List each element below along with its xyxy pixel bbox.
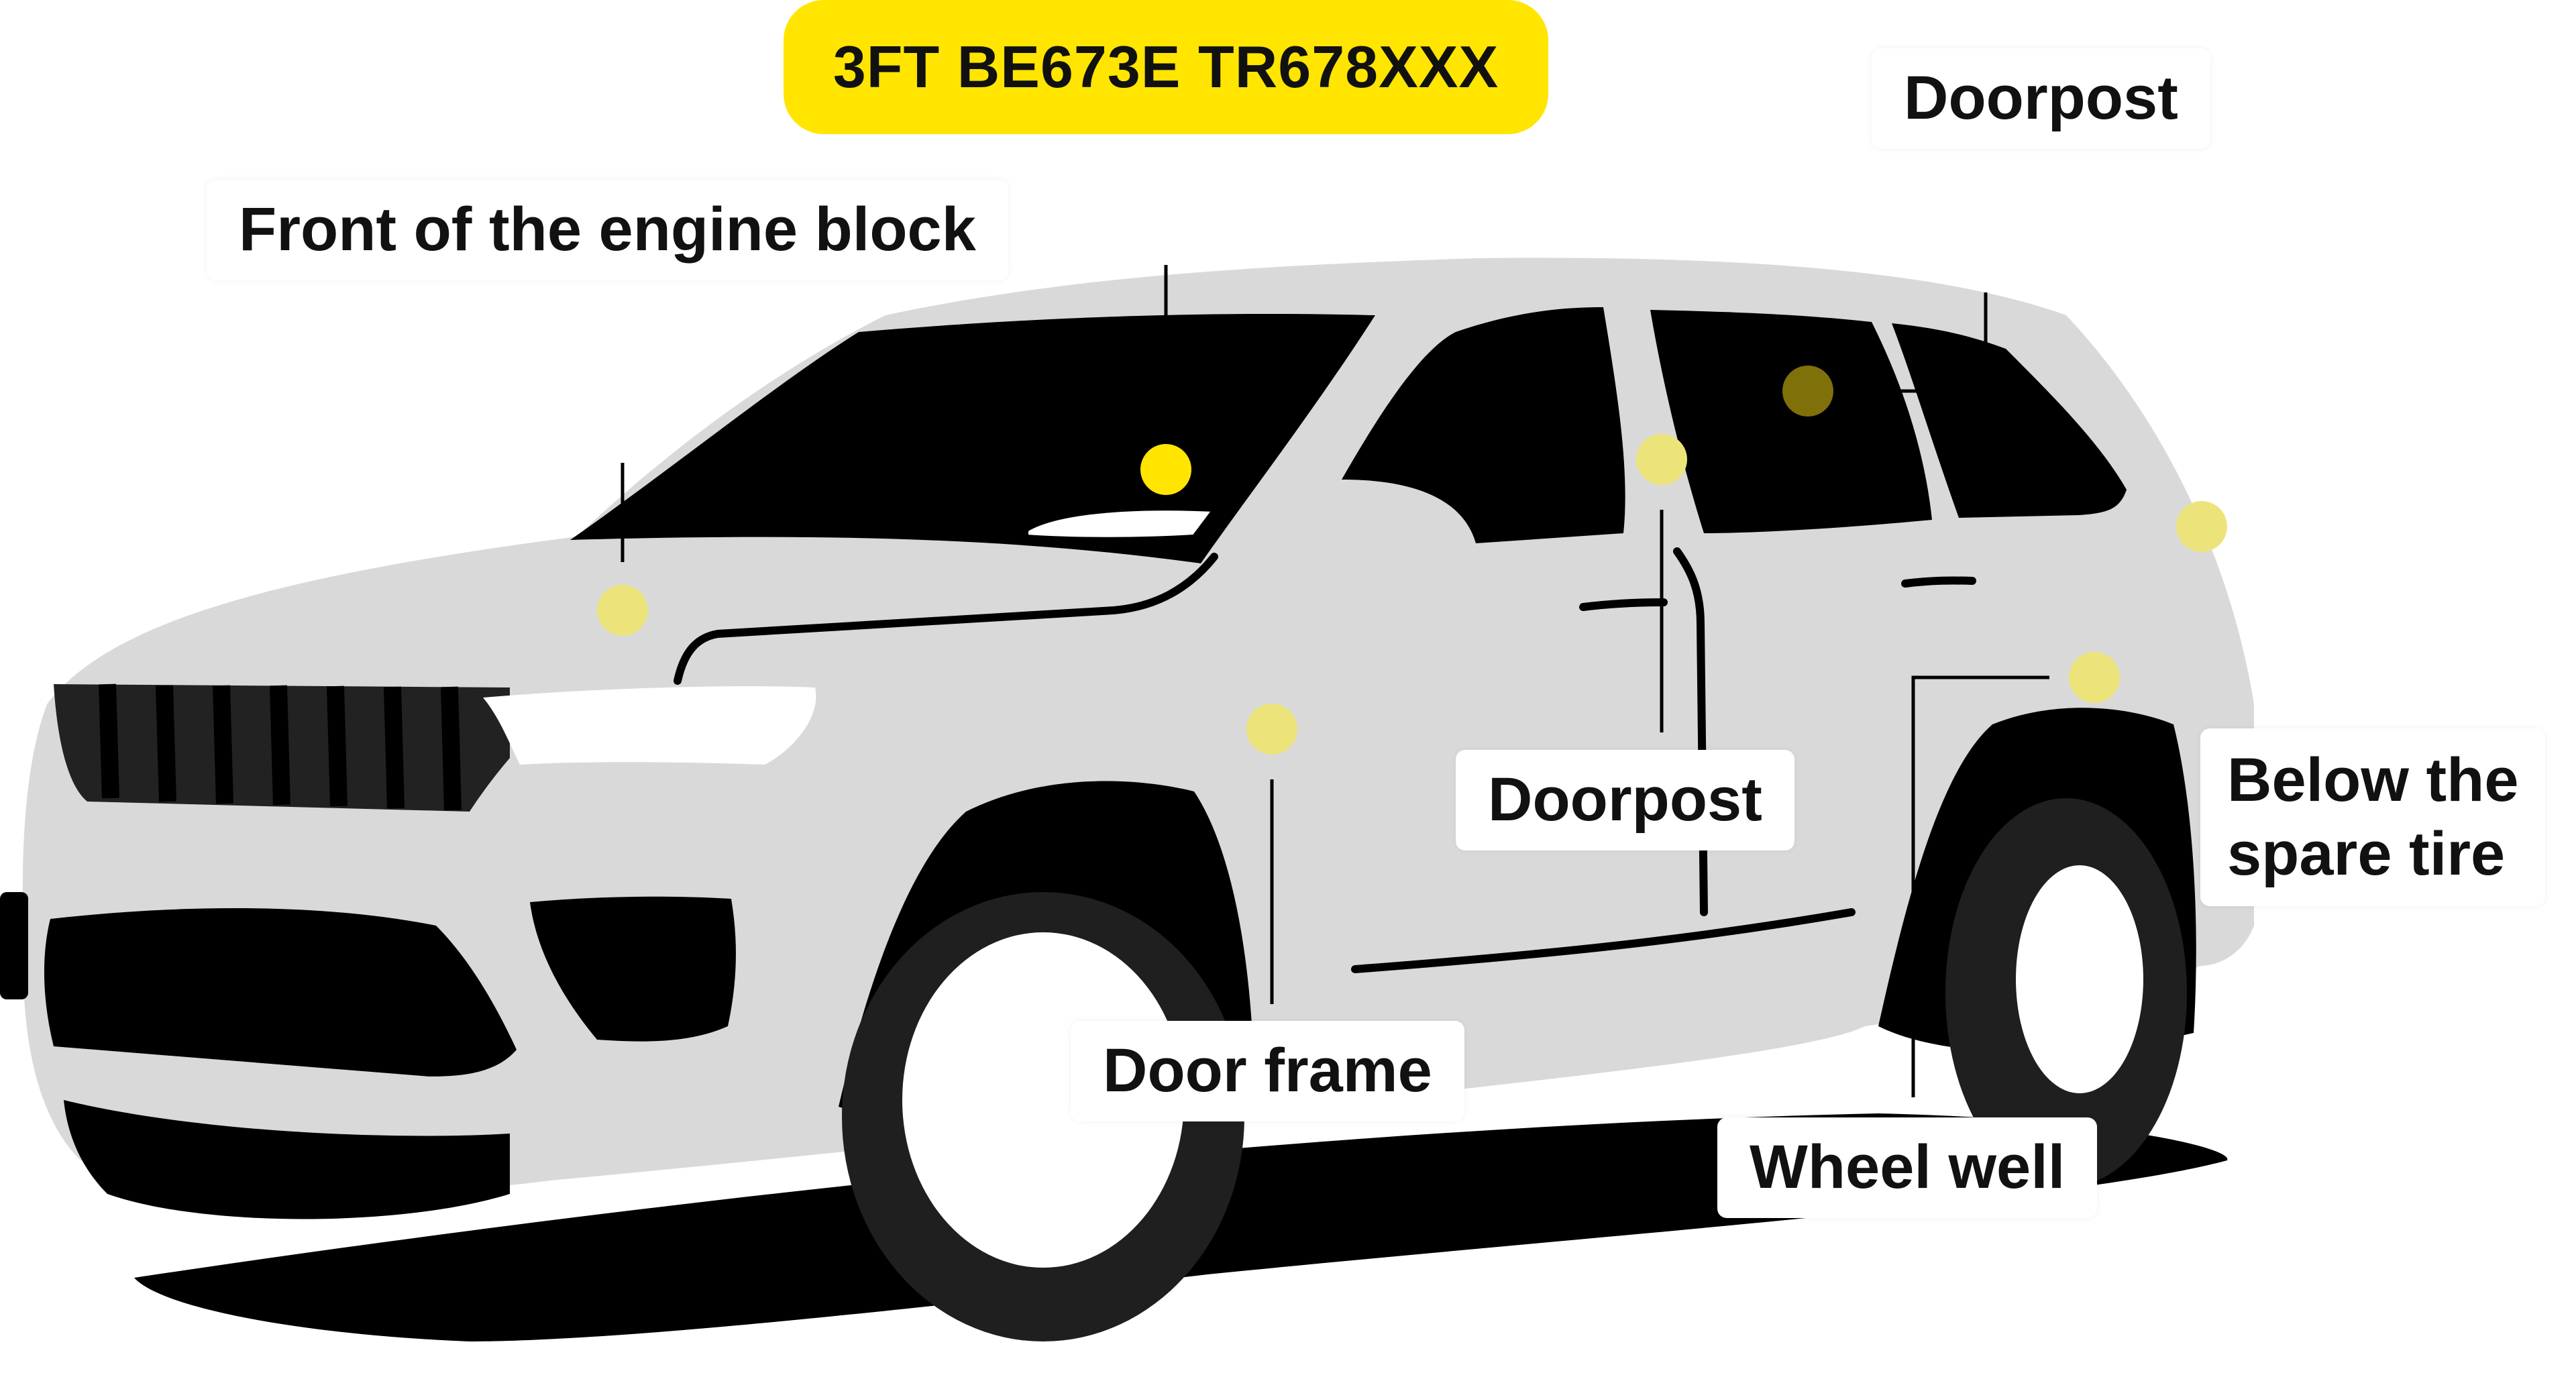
callout-lines xyxy=(621,265,2049,1097)
lower-intake xyxy=(44,908,517,1077)
label-below-spare-tire: Below the spare tire xyxy=(2200,728,2546,906)
label-below-spare-tire-line1: Below the xyxy=(2227,746,2519,814)
label-door-frame: Door frame xyxy=(1071,1021,1464,1121)
grille-slats xyxy=(99,683,462,811)
label-wheel-well: Wheel well xyxy=(1717,1117,2098,1218)
windshield xyxy=(570,314,1375,563)
dot-engine-block xyxy=(1140,444,1191,495)
front-side-window xyxy=(1342,307,1625,543)
rear-quarter-window xyxy=(1892,323,2127,518)
corner-marker xyxy=(0,892,28,999)
label-doorpost: Doorpost xyxy=(1456,750,1794,850)
rear-rim xyxy=(2016,865,2143,1093)
label-front-of-engine-block: Front of the engine block xyxy=(207,180,1008,280)
front-skirt xyxy=(64,1100,510,1219)
label-below-spare-tire-line2: spare tire xyxy=(2227,820,2506,889)
dot-doorpost-upper xyxy=(1782,366,1833,417)
wiper-trim xyxy=(1024,506,1218,541)
rear-door-window xyxy=(1650,310,1932,533)
dot-rear-body xyxy=(2176,501,2227,552)
label-doorpost-upper: Doorpost xyxy=(1872,48,2210,149)
headlight xyxy=(483,686,816,765)
front-rim xyxy=(902,932,1184,1268)
fog-light xyxy=(530,896,736,1042)
dot-hood xyxy=(597,585,648,636)
dot-wheel-well xyxy=(2069,652,2120,703)
dot-door-frame xyxy=(1246,704,1297,755)
vin-number-badge: 3FT BE673E TR678XXX xyxy=(784,0,1548,134)
dot-doorpost xyxy=(1636,434,1687,485)
